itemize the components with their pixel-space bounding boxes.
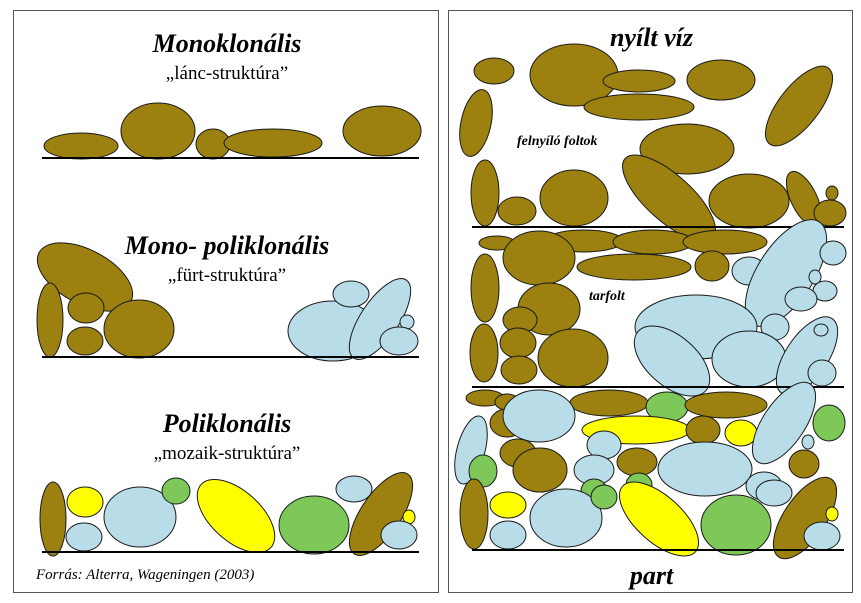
left-diagram: [14, 11, 440, 594]
yellow-clump: [826, 507, 838, 521]
olive-clump: [460, 479, 488, 549]
olive-clump: [68, 293, 104, 323]
right-diagram: [449, 11, 854, 594]
olive-clump: [570, 390, 648, 416]
olive-clump: [687, 60, 755, 100]
yellow-clump: [67, 487, 103, 517]
light-blue-clump: [804, 522, 840, 550]
light-blue-clump: [490, 521, 526, 549]
olive-clump: [754, 56, 845, 156]
source-note: Forrás: Alterra, Wageningen (2003): [36, 567, 254, 584]
olive-clump: [224, 129, 322, 157]
green-clump: [591, 485, 617, 509]
olive-clump: [104, 300, 174, 358]
olive-clump: [498, 197, 536, 225]
olive-clump: [577, 254, 691, 280]
olive-clump: [789, 450, 819, 478]
opening-patches-label: felnyíló foltok: [517, 134, 598, 150]
green-clump: [162, 478, 190, 504]
olive-clump: [503, 231, 575, 285]
olive-clump: [709, 174, 789, 228]
olive-clump: [695, 251, 729, 281]
olive-clump: [686, 416, 720, 444]
bare-patch-label: tarfolt: [589, 289, 625, 305]
polyclonal-title: Poliklonális: [14, 409, 440, 439]
olive-clump: [683, 230, 767, 254]
light-blue-clump: [66, 523, 102, 551]
light-blue-clump: [820, 241, 846, 265]
olive-clump: [343, 106, 421, 156]
light-blue-clump: [785, 287, 817, 311]
right-panel: nyílt víz felnyíló foltok tarfolt part: [448, 10, 853, 593]
olive-clump: [540, 170, 608, 226]
light-blue-clump: [756, 480, 792, 506]
yellow-clump: [490, 492, 526, 518]
light-blue-clump: [381, 521, 417, 549]
olive-clump: [454, 87, 497, 160]
monoclonal-title: Monoklonális: [14, 29, 440, 59]
olive-clump: [121, 103, 195, 159]
monoclonal-subtitle: „lánc-struktúra”: [14, 63, 440, 85]
olive-clump: [471, 254, 499, 322]
olive-clump: [538, 329, 608, 387]
olive-clump: [603, 70, 675, 92]
olive-clump: [67, 327, 103, 355]
olive-clump: [826, 186, 838, 200]
light-blue-clump: [814, 324, 828, 336]
olive-clump: [470, 324, 498, 382]
olive-clump: [685, 392, 767, 418]
light-blue-clump: [808, 360, 836, 386]
light-blue-clump: [380, 327, 418, 355]
olive-clump: [37, 283, 63, 357]
left-panel: Monoklonális „lánc-struktúra” Mono- poli…: [13, 10, 439, 593]
olive-clump: [617, 448, 657, 476]
green-clump: [813, 405, 845, 441]
polyclonal-subtitle: „mozaik-struktúra”: [14, 443, 440, 465]
olive-clump: [40, 482, 66, 556]
light-blue-clump: [802, 435, 814, 449]
green-clump: [701, 495, 771, 555]
olive-clump: [501, 356, 537, 384]
olive-clump: [500, 328, 536, 358]
mono-polyclonal-title: Mono- poliklonális: [14, 231, 440, 261]
olive-clump: [474, 58, 514, 84]
olive-clump: [613, 230, 693, 254]
open-water-label: nyílt víz: [449, 23, 854, 53]
shore-label: part: [449, 561, 854, 591]
mono-polyclonal-subtitle: „fürt-struktúra”: [14, 265, 440, 287]
olive-clump: [584, 94, 694, 120]
light-blue-clump: [503, 390, 575, 442]
light-blue-clump: [712, 331, 786, 387]
green-clump: [279, 496, 349, 554]
light-blue-clump: [658, 442, 752, 496]
yellow-clump: [725, 420, 757, 446]
light-blue-clump: [336, 476, 372, 502]
olive-clump: [513, 448, 567, 492]
olive-clump: [44, 133, 118, 159]
olive-clump: [471, 160, 499, 226]
